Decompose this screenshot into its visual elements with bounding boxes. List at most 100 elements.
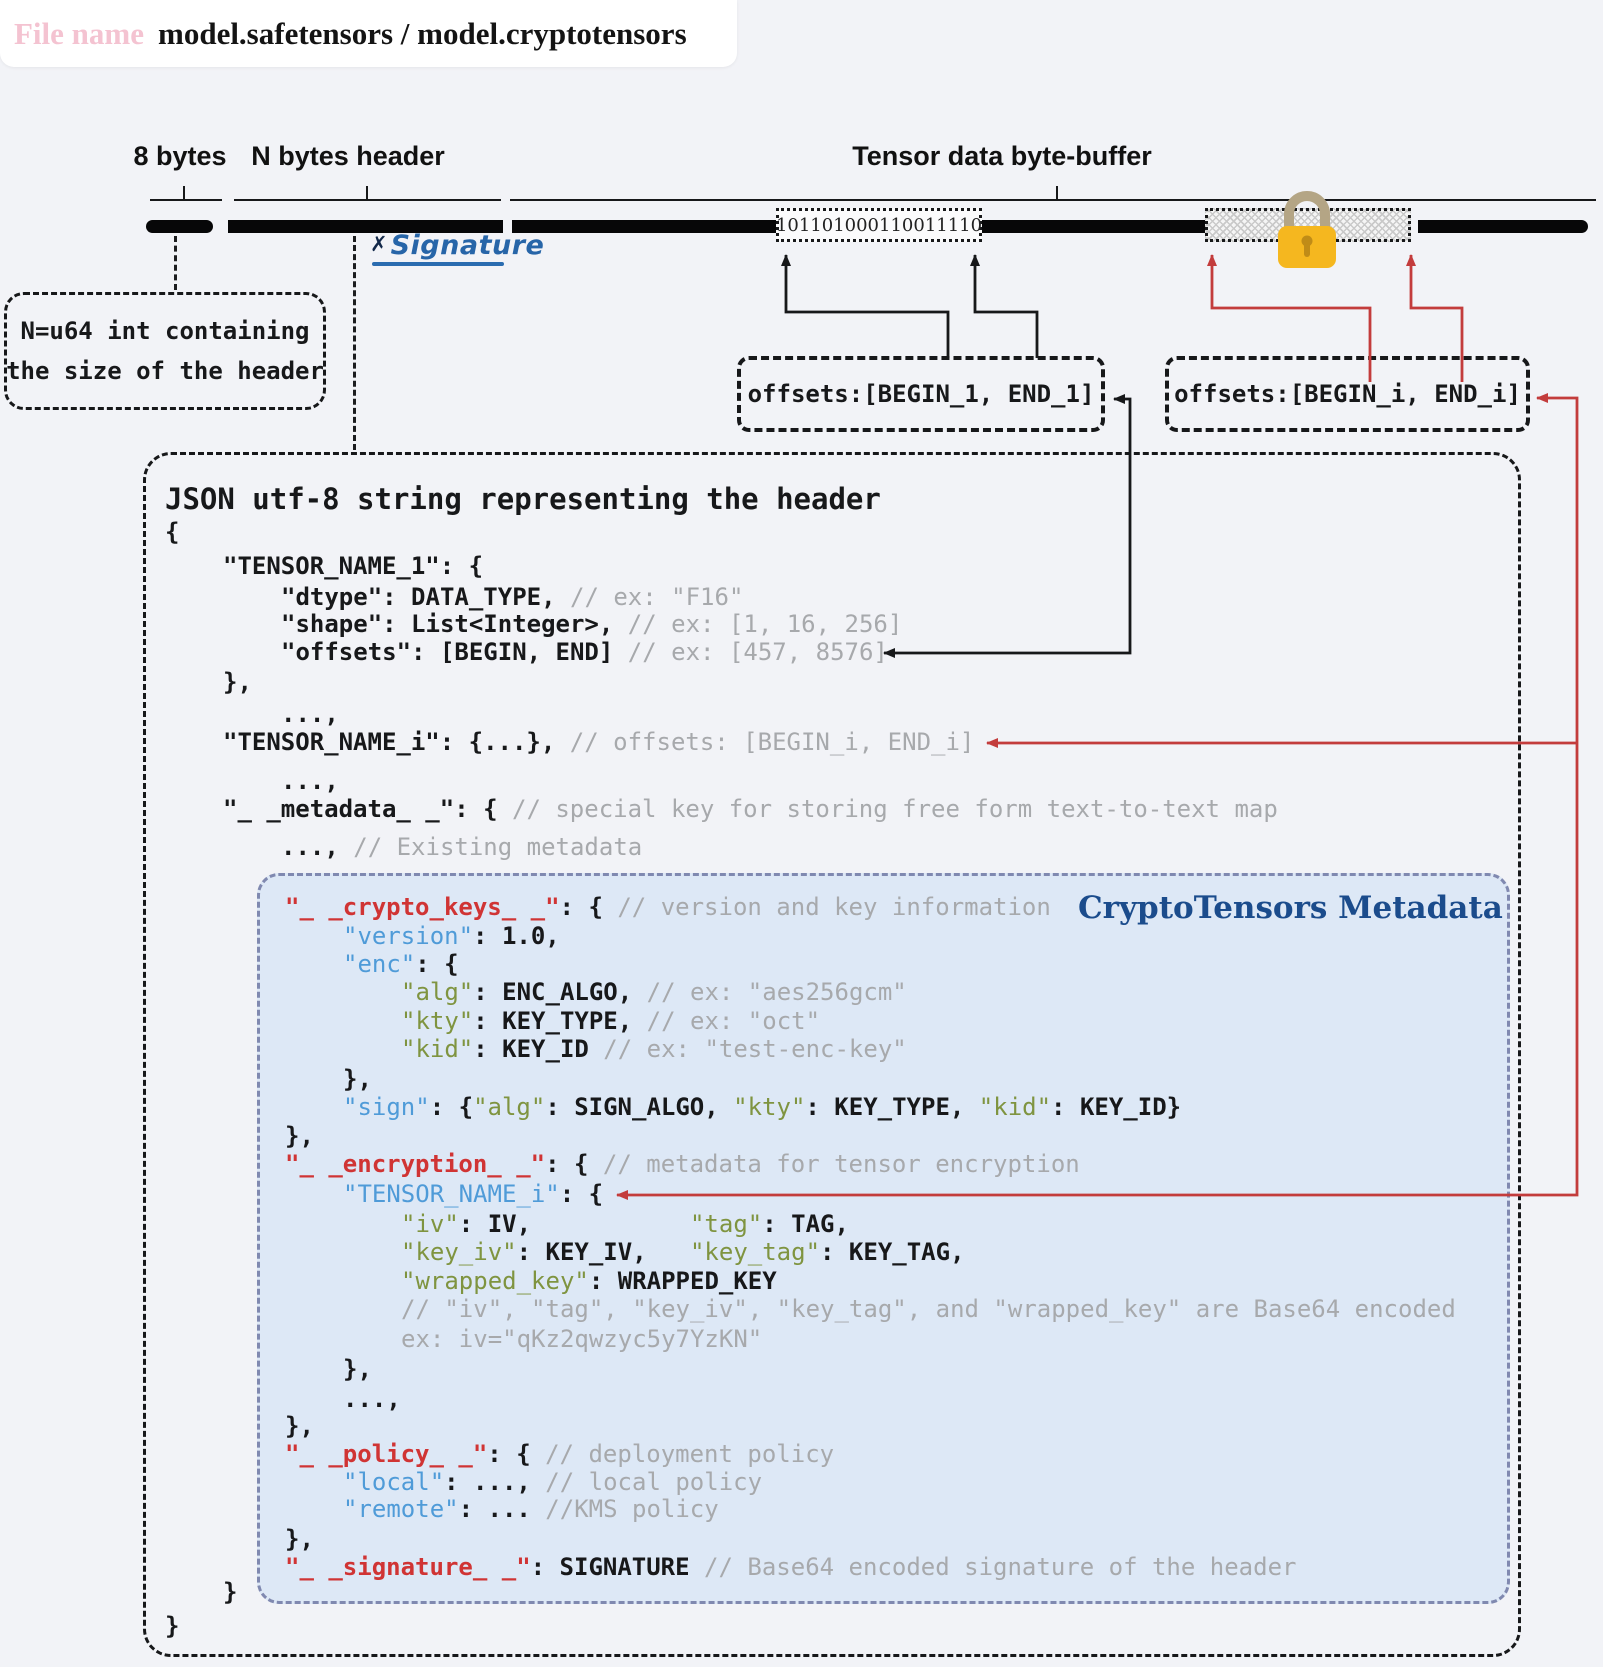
code-segment-r: "_ _encryption_ _": [285, 1150, 546, 1178]
code-segment-v: : {: [415, 950, 459, 978]
code-segment-o: "key_tag": [689, 1238, 821, 1266]
code-segment-v: "TENSOR_NAME_1": {: [223, 552, 484, 580]
code-segment-v: }: [165, 1612, 180, 1640]
code-line: "offsets": [BEGIN, END] // ex: [457, 857…: [281, 639, 888, 665]
bracket-tick: [366, 186, 368, 200]
code-line: "kid": KEY_ID // ex: "test-enc-key": [401, 1036, 907, 1062]
bar-tensor-data-1: [512, 220, 776, 233]
code-segment-c: // version and key information: [602, 893, 1051, 921]
code-segment-o: "kty": [733, 1093, 806, 1121]
code-line: JSON utf-8 string representing the heade…: [165, 483, 881, 516]
code-segment-c: // metadata for tensor encryption: [588, 1150, 1080, 1178]
code-segment-v: },: [285, 1525, 314, 1553]
code-segment-v: : TAG,: [762, 1210, 849, 1238]
code-line: "sign": {"alg": SIGN_ALGO, "kty": KEY_TY…: [343, 1094, 1181, 1120]
code-segment-c: // ex: [1, 16, 256]: [613, 610, 903, 638]
code-line: },: [285, 1526, 314, 1552]
code-segment-v: : {: [559, 893, 603, 921]
binary-preview-box: 101101000110011110: [776, 208, 982, 242]
code-line: "shape": List<Integer>, // ex: [1, 16, 2…: [281, 611, 902, 637]
code-segment-v: : WRAPPED_KEY: [588, 1267, 777, 1295]
code-segment-v: JSON utf-8 string representing the heade…: [165, 482, 881, 516]
bar-tensor-data-2: [982, 220, 1205, 233]
file-name-card: File name model.safetensors / model.cryp…: [0, 0, 737, 67]
code-line: "_ _encryption_ _": { // metadata for te…: [285, 1151, 1080, 1177]
code-line: "remote": ... //KMS policy: [343, 1496, 719, 1522]
code-line: "alg": ENC_ALGO, // ex: "aes256gcm": [401, 979, 907, 1005]
code-segment-v: {: [165, 518, 180, 546]
code-segment-v: }: [223, 1578, 238, 1606]
code-segment-o: "kid": [401, 1035, 474, 1063]
code-segment-v: : ENC_ALGO,: [473, 978, 633, 1006]
code-line: "dtype": DATA_TYPE, // ex: "F16": [281, 584, 743, 610]
code-segment-c: // ex: [457, 8576]: [613, 638, 888, 666]
n64-note-line2: the size of the header: [6, 357, 324, 385]
code-segment-v: : KEY_TAG,: [820, 1238, 965, 1266]
bar-8-bytes: [146, 220, 213, 233]
code-line: },: [285, 1413, 314, 1439]
code-segment-v: ...,: [281, 700, 339, 728]
code-line: ex: iv="qKz2qwzyc5y7YzKN": [401, 1326, 762, 1352]
code-line: }: [223, 1579, 237, 1605]
binary-preview-text: 101101000110011110: [775, 214, 983, 236]
code-segment-r: "_ _crypto_keys_ _": [285, 893, 560, 921]
code-segment-c: // "iv", "tag", "key_iv", "key_tag", and…: [401, 1295, 1456, 1323]
code-segment-v: },: [285, 1122, 314, 1150]
code-segment-v: : SIGNATURE: [530, 1553, 690, 1581]
bracket-tensor-buffer: [510, 199, 1596, 201]
file-name-value: model.safetensors / model.cryptotensors: [158, 15, 687, 51]
code-segment-c: // Existing metadata: [338, 833, 643, 861]
code-segment-b: "remote": [343, 1495, 459, 1523]
code-segment-r: "_ _policy_ _": [285, 1440, 488, 1468]
file-name-label: File name: [14, 15, 144, 51]
connector-header-json: [353, 236, 356, 450]
code-segment-c: // local policy: [530, 1468, 763, 1496]
code-segment-o: "tag": [689, 1210, 763, 1238]
code-segment-b: "sign": [343, 1093, 430, 1121]
code-line: ...,: [281, 768, 339, 794]
code-segment-v: : KEY_TYPE,: [805, 1093, 979, 1121]
code-segment-c: // offsets: [BEGIN_i, END_i]: [555, 728, 975, 756]
code-segment-v: : SIGN_ALGO,: [545, 1093, 734, 1121]
code-segment-v: "TENSOR_NAME_i": {...},: [223, 728, 556, 756]
code-line: "TENSOR_NAME_i": {...}, // offsets: [BEG…: [223, 729, 974, 755]
code-segment-v: : IV,: [458, 1210, 690, 1238]
n64-note-box: N=u64 int containing the size of the hea…: [4, 292, 326, 410]
code-segment-v: : {: [545, 1150, 589, 1178]
code-segment-v: "shape": List<Integer>,: [281, 610, 614, 638]
label-8-bytes: 8 bytes: [133, 141, 227, 171]
signature-x-icon: ✗: [370, 232, 388, 256]
code-line: "_ _policy_ _": { // deployment policy: [285, 1441, 834, 1467]
code-segment-v: ...,: [281, 833, 339, 861]
code-line: },: [343, 1356, 372, 1382]
code-segment-v: ...,: [343, 1385, 401, 1413]
code-segment-o: "wrapped_key": [401, 1267, 589, 1295]
connector-8bytes-note: [174, 236, 177, 290]
code-segment-v: : ...: [458, 1495, 531, 1523]
code-segment-c: // special key for storing free form tex…: [497, 795, 1278, 823]
code-segment-v: "dtype": DATA_TYPE,: [281, 583, 556, 611]
code-segment-c: //KMS policy: [530, 1495, 719, 1523]
code-segment-c: // ex: "F16": [555, 583, 744, 611]
code-segment-c: // Base64 encoded signature of the heade…: [689, 1553, 1297, 1581]
code-segment-c: // ex: "oct": [632, 1007, 821, 1035]
code-line: "local": ..., // local policy: [343, 1469, 762, 1495]
bracket-n-bytes: [234, 199, 501, 201]
code-segment-c: // ex: "test-enc-key": [588, 1035, 907, 1063]
code-segment-o: "kid": [978, 1093, 1052, 1121]
bar-header: [228, 220, 503, 233]
code-segment-v: : KEY_ID: [473, 1035, 589, 1063]
code-segment-c: ex: iv="qKz2qwzyc5y7YzKN": [401, 1325, 763, 1353]
code-segment-v: : KEY_ID}: [1051, 1093, 1182, 1121]
code-line: "TENSOR_NAME_i": {: [343, 1181, 603, 1207]
code-segment-v: : ...,: [444, 1468, 531, 1496]
code-line: "wrapped_key": WRAPPED_KEY: [401, 1268, 777, 1294]
code-segment-b: "TENSOR_NAME_i": [343, 1180, 560, 1208]
signature-text: Signature: [390, 230, 545, 261]
code-segment-b: "version": [343, 922, 474, 950]
code-line: },: [343, 1066, 372, 1092]
code-segment-v: : {: [429, 1093, 474, 1121]
label-tensor-data-byte-buffer: Tensor data byte-buffer: [852, 141, 1152, 171]
